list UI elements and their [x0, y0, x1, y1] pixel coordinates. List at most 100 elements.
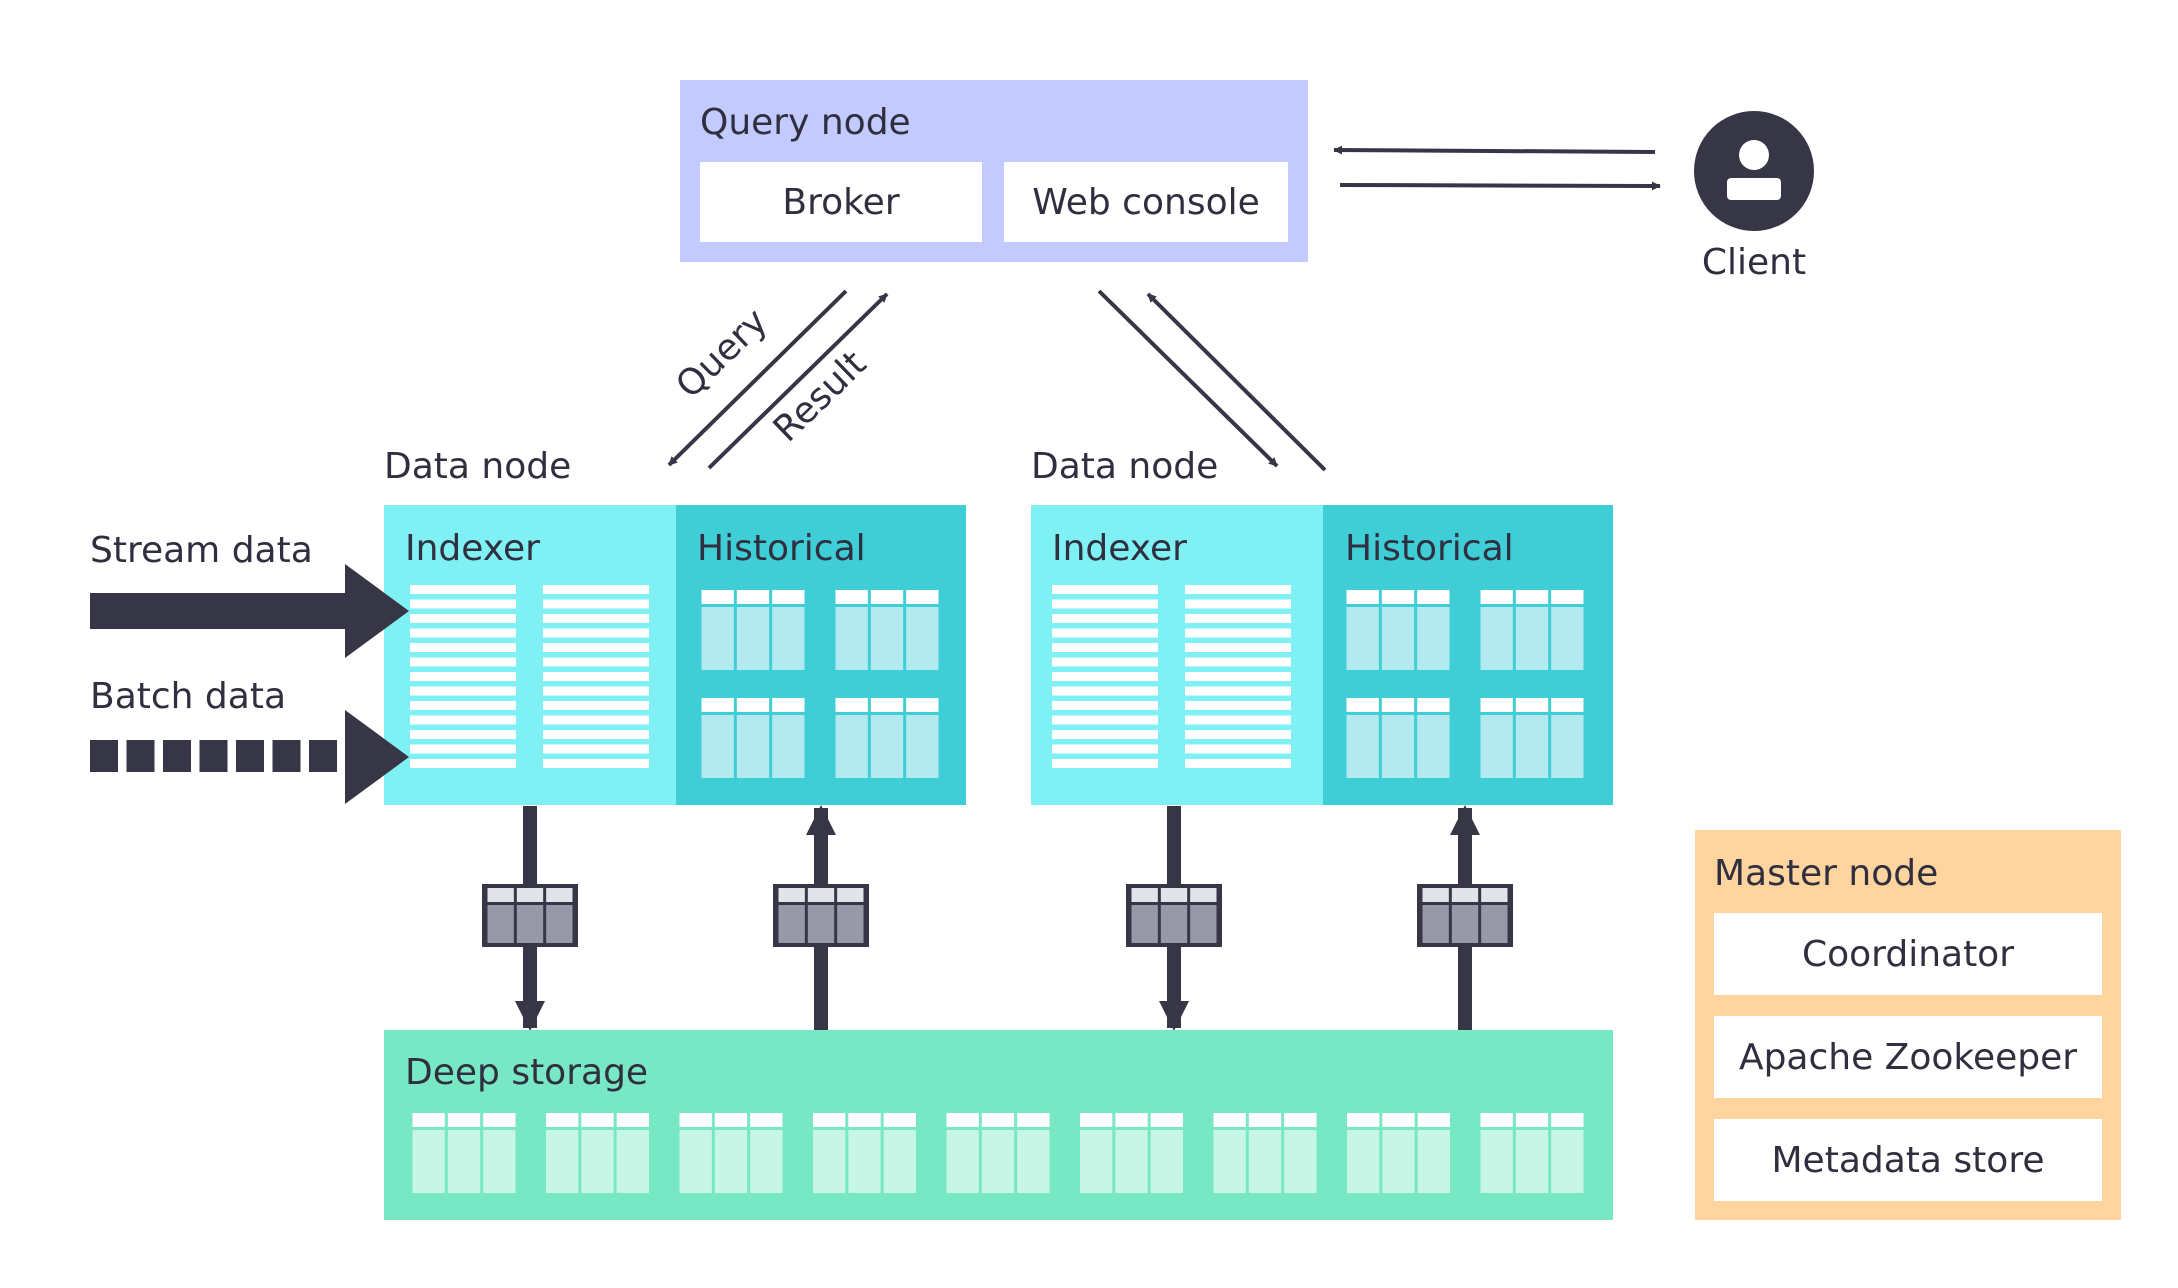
historical-segment-header: [772, 590, 805, 604]
historical-segment-header: [835, 590, 868, 604]
deep-storage-segment-column: [1551, 1130, 1584, 1193]
transfer-segment-column: [837, 905, 864, 943]
indexer-row: [410, 715, 516, 725]
historical-segment-header: [1551, 590, 1584, 604]
historical-2-label: Historical: [1345, 528, 1514, 569]
batch-dash: [126, 740, 155, 772]
indexer-row: [1052, 672, 1158, 681]
indexer-row: [543, 614, 649, 623]
historical-segment-column: [1417, 607, 1450, 670]
deep-storage-segment-column: [848, 1130, 881, 1193]
stream-data-label: Stream data: [90, 530, 313, 571]
result-arrow-right: [1146, 292, 1327, 472]
deep-storage-segment-header: [1515, 1113, 1549, 1127]
transfer-segment-header: [1131, 888, 1158, 902]
indexer-row: [543, 701, 649, 710]
deep-storage-segment-column: [883, 1130, 916, 1193]
indexer-row: [543, 744, 649, 754]
historical-segment-header: [701, 698, 734, 712]
data-inputs: Stream data Batch data: [90, 530, 409, 804]
indexer-row: [1185, 657, 1291, 667]
deep-storage-segment-header: [1150, 1113, 1183, 1127]
deep-storage-segment-column: [447, 1130, 481, 1193]
deep-storage-segment-column: [1417, 1130, 1450, 1193]
historical-segment-column: [1551, 715, 1584, 778]
indexer-2-box: [1031, 505, 1323, 805]
indexer-row: [1185, 643, 1291, 652]
historical-segment-header: [1480, 590, 1513, 604]
indexer-row: [1052, 628, 1158, 638]
segment-transfer-arrows: [482, 805, 1513, 1031]
zookeeper-box: [1714, 1016, 2102, 1098]
indexer-2-label: Indexer: [1052, 528, 1187, 569]
deep-storage-segment-header: [616, 1113, 649, 1127]
deep-storage-segment-header: [883, 1113, 916, 1127]
broker-label: Broker: [782, 182, 899, 223]
web-console-box: [1004, 162, 1288, 242]
deep-storage-segment-column: [616, 1130, 649, 1193]
historical-segment-column: [701, 607, 734, 670]
transfer-segment-column: [807, 905, 835, 943]
deep-storage-segment-header: [1284, 1113, 1317, 1127]
query-to-client-arrow: [1339, 181, 1661, 191]
user-head-icon: [1739, 140, 1769, 170]
web-console-label: Web console: [1032, 182, 1260, 223]
indexer-row: [543, 715, 649, 725]
deep-storage-segment-header: [1115, 1113, 1148, 1127]
historical-segment-column: [1515, 607, 1549, 670]
indexer-row: [1052, 585, 1158, 594]
indexer-row: [1185, 701, 1291, 710]
deep-storage-segment-column: [1213, 1130, 1246, 1193]
historical-segment-column: [1515, 715, 1549, 778]
transfer-segment-column: [546, 905, 573, 943]
indexer-row: [410, 744, 516, 754]
historical-segment-header: [736, 698, 770, 712]
indexer-row: [543, 730, 649, 739]
historical-segment-header: [736, 590, 770, 604]
deep-storage-segment-column: [1115, 1130, 1148, 1193]
coordinator-box: [1714, 913, 2102, 995]
deep-storage-segment-header: [813, 1113, 846, 1127]
deep-storage-segment-header: [546, 1113, 579, 1127]
deep-storage-segment-column: [412, 1130, 445, 1193]
historical-1-label: Historical: [697, 528, 866, 569]
deep-storage: Deep storage: [384, 1030, 1613, 1220]
historical-segment-column: [772, 607, 805, 670]
indexer-row: [1185, 730, 1291, 739]
deep-storage-segment-header: [581, 1113, 614, 1127]
user-body-icon: [1727, 178, 1781, 200]
historical-segment-column: [906, 715, 939, 778]
batch-dash: [163, 740, 191, 772]
historical-segment-header: [1480, 698, 1513, 712]
result-arrow-left: [707, 292, 889, 470]
indexer-row: [1185, 744, 1291, 754]
deep-storage-segment-header: [1480, 1113, 1513, 1127]
deep-storage-title: Deep storage: [405, 1052, 648, 1093]
historical-segment-header: [1515, 698, 1549, 712]
indexer-row: [543, 628, 649, 638]
historical-segment-column: [1381, 607, 1415, 670]
historical-segment-column: [1381, 715, 1415, 778]
data-node-1: Data node Indexer Historical: [384, 446, 966, 805]
deep-storage-segment-header: [447, 1113, 481, 1127]
data-node-2-title: Data node: [1031, 446, 1218, 487]
indexer-row: [1185, 614, 1291, 623]
historical-segment-column: [835, 607, 868, 670]
indexer-row: [410, 730, 516, 739]
historical-segment-column: [1346, 607, 1379, 670]
transfer-segment-column: [1451, 905, 1479, 943]
historical-segment-column: [1480, 715, 1513, 778]
indexer-row: [1052, 730, 1158, 739]
historical-segment-column: [1346, 715, 1379, 778]
master-node: Master node Coordinator Apache Zookeeper…: [1695, 830, 2121, 1220]
stream-arrow-shaft: [90, 593, 348, 629]
deep-storage-segment-header: [679, 1113, 712, 1127]
query-node: Query node Broker Web console: [680, 80, 1308, 262]
historical-segment-header: [1417, 698, 1450, 712]
deep-storage-segment-column: [483, 1130, 516, 1193]
indexer-row: [1052, 701, 1158, 710]
deep-storage-segment-header: [714, 1113, 748, 1127]
deep-storage-segment-header: [1551, 1113, 1584, 1127]
deep-storage-segment-column: [813, 1130, 846, 1193]
client-label: Client: [1702, 242, 1806, 283]
